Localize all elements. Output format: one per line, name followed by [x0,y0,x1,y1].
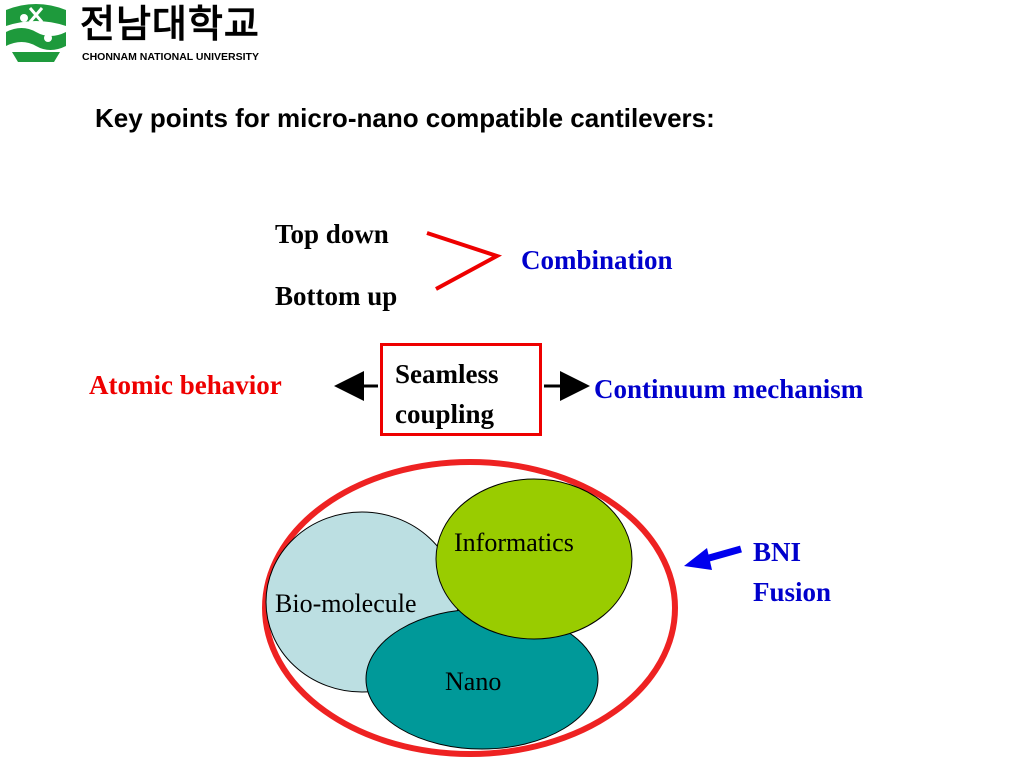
informatics-label: Informatics [454,528,574,557]
atomic-behavior-label: Atomic behavior [89,370,282,400]
seamless-line1: Seamless [395,359,499,389]
top-down-label: Top down [275,219,389,249]
logo-korean-text: 전남대학교 [80,2,260,46]
fusion-arrowhead [684,548,712,570]
bni-line1: BNI [753,537,802,567]
outer-fusion-ellipse [262,459,678,757]
bni-line2: Fusion [753,577,832,607]
seamless-line2: coupling [395,399,495,429]
seamless-coupling-text: Seamless coupling [395,354,535,434]
bni-fusion-label: BNI Fusion [753,532,873,612]
bio-molecule-label: Bio-molecule [275,589,417,618]
nano-label: Nano [445,667,501,696]
combination-label: Combination [521,245,673,275]
logo-english-text: CHONNAM NATIONAL UNIVERSITY [82,51,259,63]
page-title: Key points for micro-nano compatible can… [95,103,715,133]
combination-chevron [426,231,503,291]
informatics-ellipse [435,478,633,640]
university-emblem-icon [2,2,70,64]
continuum-mechanism-label: Continuum mechanism [594,374,864,404]
seamless-coupling-box: Seamless coupling [380,343,542,436]
bottom-up-label: Bottom up [275,281,398,311]
